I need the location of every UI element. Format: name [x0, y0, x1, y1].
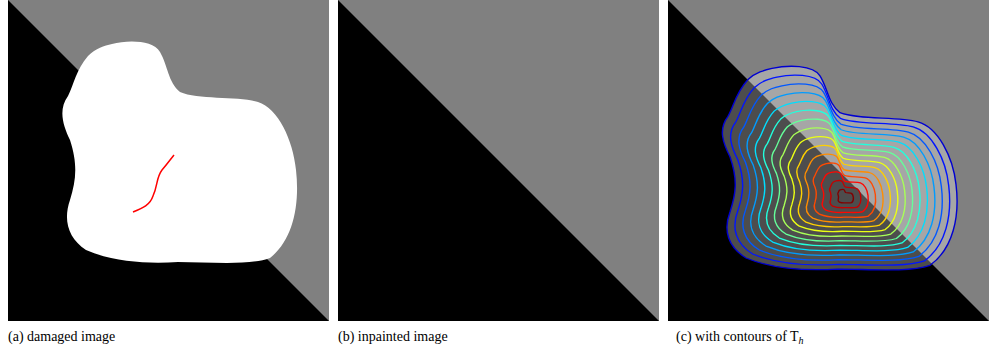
damaged-image — [8, 0, 329, 321]
contour-line — [780, 128, 905, 237]
dark-region — [668, 0, 989, 321]
caption-text: (a) damaged image — [8, 329, 115, 344]
contour-line — [755, 101, 927, 250]
dark-region — [338, 0, 659, 321]
gray-region — [668, 0, 989, 321]
damaged-region — [62, 42, 297, 263]
contour-line — [838, 189, 854, 203]
contour-line — [739, 84, 942, 261]
contour-line — [821, 172, 868, 213]
contour-image — [668, 0, 989, 321]
contour-line — [722, 66, 957, 270]
contour-line — [731, 75, 950, 265]
contour-line — [772, 119, 913, 241]
panel-caption: (a) damaged image — [8, 329, 115, 345]
panel-caption: (c) with contours of Th — [676, 329, 804, 346]
inpainting-domain — [722, 66, 957, 270]
inpainted-image — [338, 0, 659, 321]
contour-line — [830, 181, 861, 208]
contour-line — [788, 137, 898, 232]
contour-line — [764, 110, 920, 246]
caption-text: (b) inpainted image — [338, 329, 448, 344]
contour-line — [797, 145, 891, 226]
dark-region — [8, 0, 329, 321]
contour-line — [813, 163, 876, 217]
subscript: h — [799, 335, 804, 346]
caption-text: (c) with contours of T — [676, 329, 799, 344]
gray-region — [8, 0, 329, 321]
panel-caption: (b) inpainted image — [338, 329, 448, 345]
contour-line — [805, 154, 883, 222]
contour-line — [747, 93, 935, 256]
red-curve — [133, 155, 174, 212]
gray-region — [338, 0, 659, 321]
